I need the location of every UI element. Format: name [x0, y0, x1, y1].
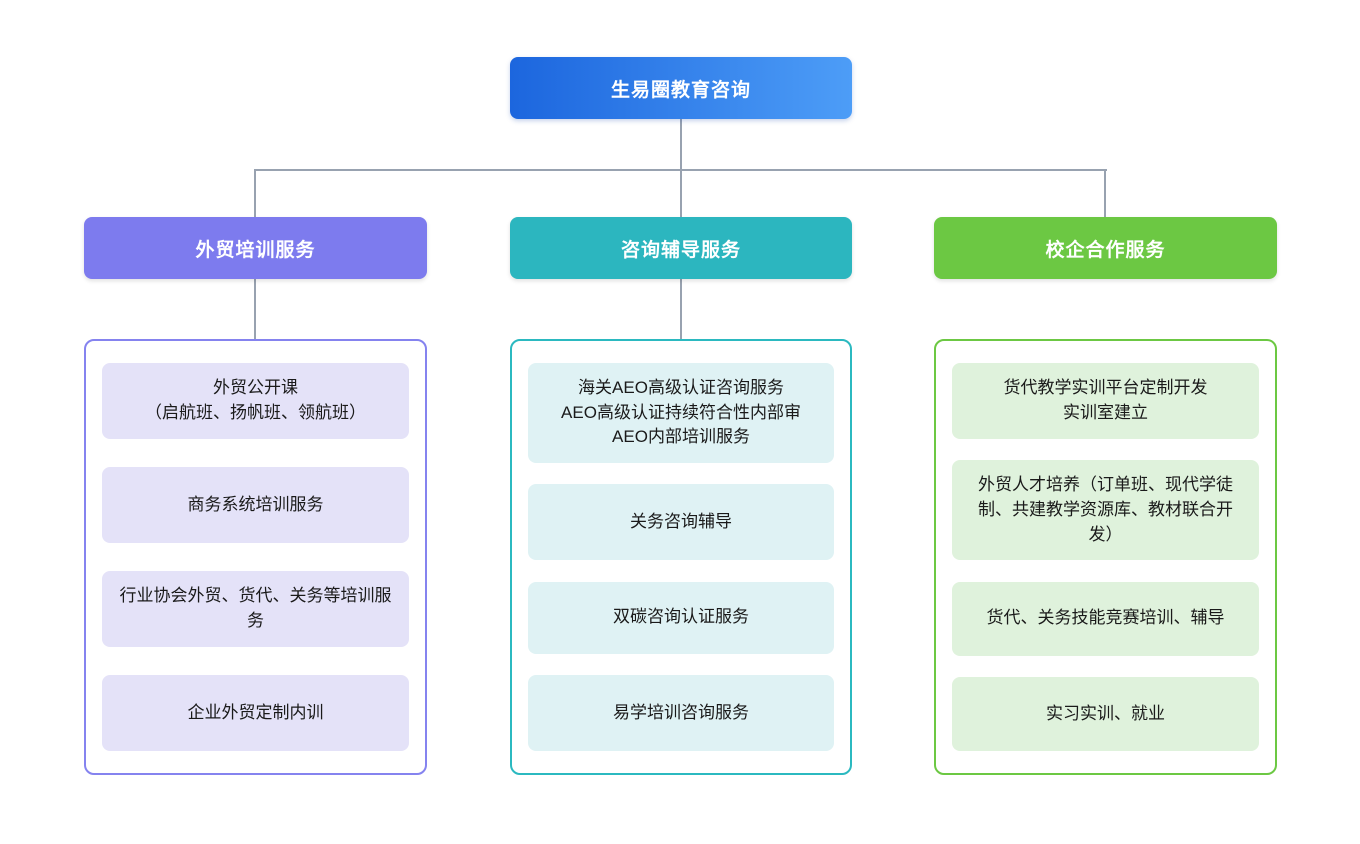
branch-header-foreign-trade-training: 外贸培训服务	[84, 217, 427, 279]
service-item: 货代教学实训平台定制开发 实训室建立	[952, 363, 1259, 439]
service-item: 货代、关务技能竞赛培训、辅导	[952, 581, 1259, 656]
connector-branch2-to-group	[680, 279, 682, 339]
connector-branch3-drop	[1104, 169, 1106, 217]
branch-header-label: 外贸培训服务	[195, 239, 316, 261]
service-item: 企业外贸定制内训	[102, 675, 409, 751]
service-item: 外贸公开课 （启航班、扬帆班、领航班）	[102, 363, 409, 439]
service-item: 行业协会外贸、货代、关务等培训服务	[102, 571, 409, 647]
branch-header-consulting-coaching: 咨询辅导服务	[510, 217, 852, 279]
service-item: 双碳咨询认证服务	[528, 581, 834, 654]
root-node-label: 生易圈教育咨询	[610, 79, 751, 101]
service-item: 商务系统培训服务	[102, 467, 409, 543]
service-item: 海关AEO高级认证咨询服务 AEO高级认证持续符合性内部审 AEO内部培训服务	[528, 363, 834, 463]
branch-header-label: 咨询辅导服务	[620, 239, 741, 261]
branch-header-label: 校企合作服务	[1045, 239, 1166, 261]
connector-branch1-drop	[254, 169, 256, 217]
group-consulting-coaching: 海关AEO高级认证咨询服务 AEO高级认证持续符合性内部审 AEO内部培训服务 …	[510, 339, 852, 775]
connector-root-drop	[680, 119, 682, 171]
group-foreign-trade-training: 外贸公开课 （启航班、扬帆班、领航班） 商务系统培训服务 行业协会外贸、货代、关…	[84, 339, 427, 775]
root-node: 生易圈教育咨询	[510, 57, 852, 119]
service-item: 易学培训咨询服务	[528, 674, 834, 751]
connector-branch2-drop	[680, 169, 682, 217]
group-school-enterprise: 货代教学实训平台定制开发 实训室建立 外贸人才培养（订单班、现代学徒制、共建教学…	[934, 339, 1277, 775]
connector-branch1-to-group	[254, 279, 256, 339]
service-item: 实习实训、就业	[952, 676, 1259, 751]
service-item: 关务咨询辅导	[528, 484, 834, 561]
service-item: 外贸人才培养（订单班、现代学徒制、共建教学资源库、教材联合开发）	[952, 460, 1259, 561]
branch-header-school-enterprise: 校企合作服务	[934, 217, 1277, 279]
